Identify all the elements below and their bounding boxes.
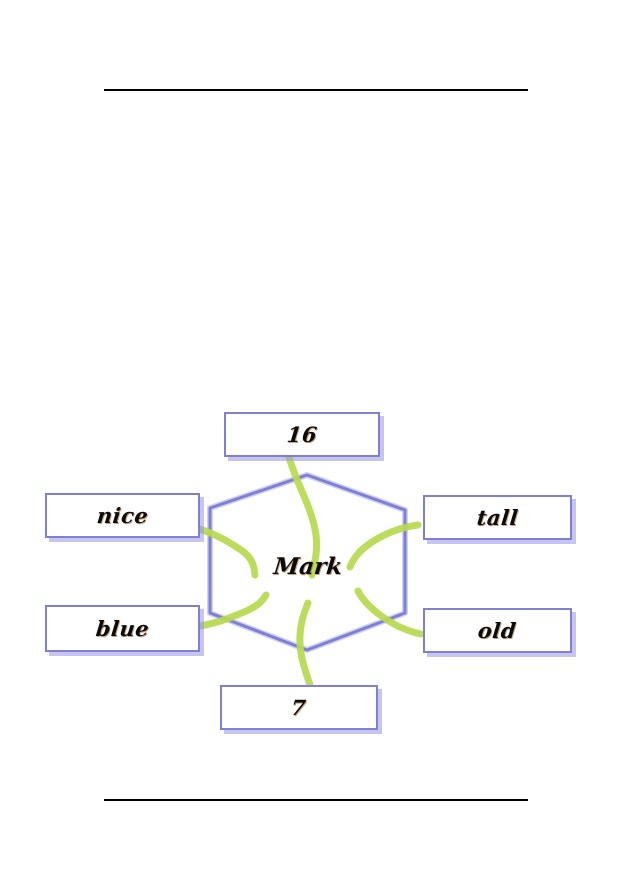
node-label-upper-left: nice	[95, 503, 150, 528]
node-label-upper-right: tall	[475, 505, 520, 530]
connector-top	[285, 453, 320, 579]
node-label-bottom: 7	[290, 695, 308, 720]
footer-rule	[104, 799, 528, 801]
connector-left-1	[192, 524, 259, 579]
word-web-diagram: Mark 16 nice blue tall old 7	[0, 395, 629, 745]
node-label-lower-right: old	[477, 618, 518, 643]
connector-strokes	[190, 453, 425, 689]
connector-left-2	[190, 591, 270, 631]
connector-bottom	[296, 599, 314, 689]
diagram-graphics	[190, 453, 425, 689]
connector-right-1	[346, 521, 422, 571]
node-box-upper-left[interactable]: nice	[45, 493, 200, 538]
header-rule	[104, 89, 528, 91]
node-box-bottom[interactable]: 7	[220, 685, 378, 730]
node-box-top[interactable]: 16	[224, 412, 380, 457]
node-label-top: 16	[285, 422, 319, 447]
connector-right-2	[354, 587, 425, 638]
node-box-upper-right[interactable]: tall	[423, 495, 572, 540]
node-box-lower-left[interactable]: blue	[45, 605, 200, 652]
hexagon-center-label: Mark	[272, 553, 344, 580]
node-label-lower-left: blue	[94, 616, 151, 641]
node-box-lower-right[interactable]: old	[423, 608, 572, 653]
